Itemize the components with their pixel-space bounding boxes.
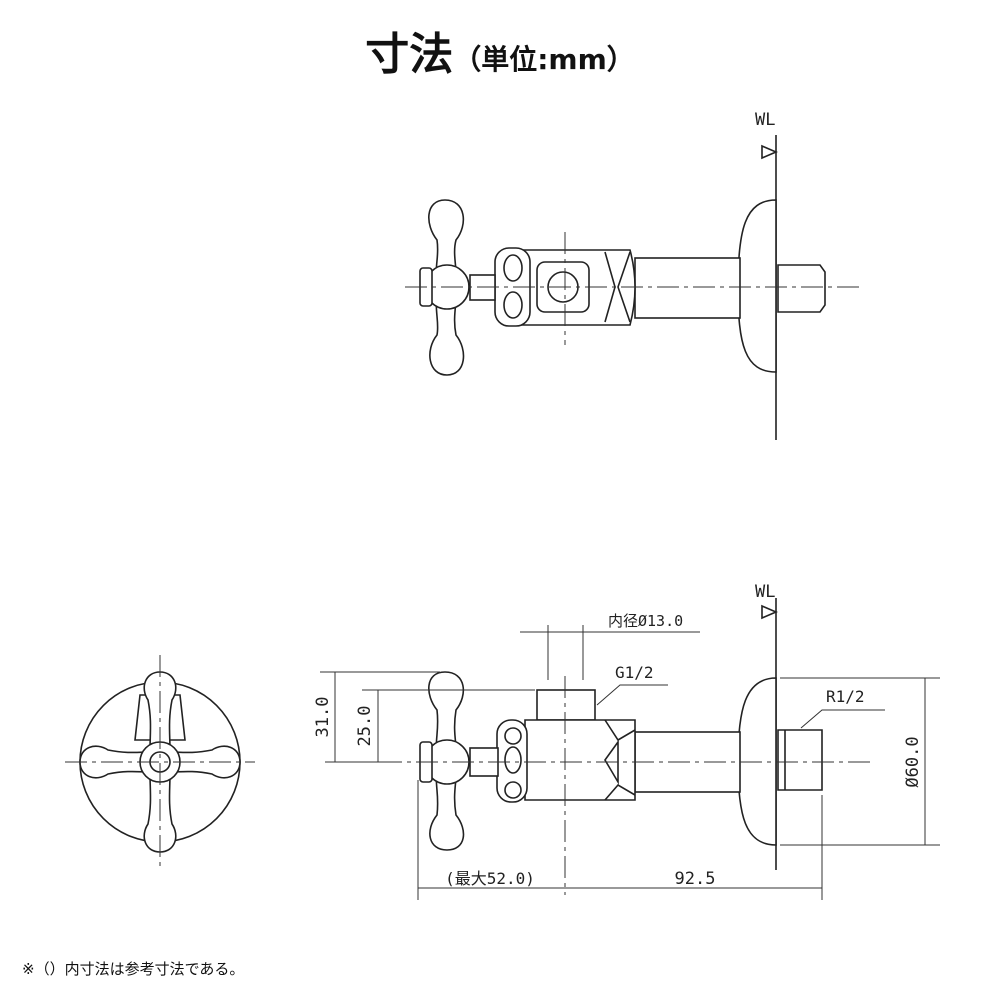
dim-25: 25.0 xyxy=(355,706,375,747)
top-view: WL xyxy=(405,110,860,440)
g-thread-label: G1/2 xyxy=(615,663,654,682)
water-level-marker-icon xyxy=(761,144,779,160)
wl-label-bottom: WL xyxy=(755,582,775,602)
dim-92-5: 92.5 xyxy=(675,869,716,889)
wall-flange xyxy=(737,199,777,373)
dim-31: 31.0 xyxy=(313,697,333,738)
dim-60: Ø60.0 xyxy=(903,736,923,787)
side-view: WL 31.0 25.0 Ø60.0 (最大52.0) 92.5 xyxy=(313,582,940,900)
title-unit: （単位:mm） xyxy=(453,43,635,76)
dim-inner-diameter: 内径Ø13.0 xyxy=(608,612,683,630)
r-thread-label: R1/2 xyxy=(826,687,865,706)
title-main: 寸法 xyxy=(365,29,454,80)
water-level-marker-icon xyxy=(761,604,779,620)
end-view xyxy=(65,655,255,870)
wl-label-top: WL xyxy=(755,110,775,130)
page-title: 寸法（単位:mm） xyxy=(0,18,1000,82)
dim-52: (最大52.0) xyxy=(445,869,535,888)
footnote: ※（）内寸法は参考寸法である。 xyxy=(22,960,245,978)
